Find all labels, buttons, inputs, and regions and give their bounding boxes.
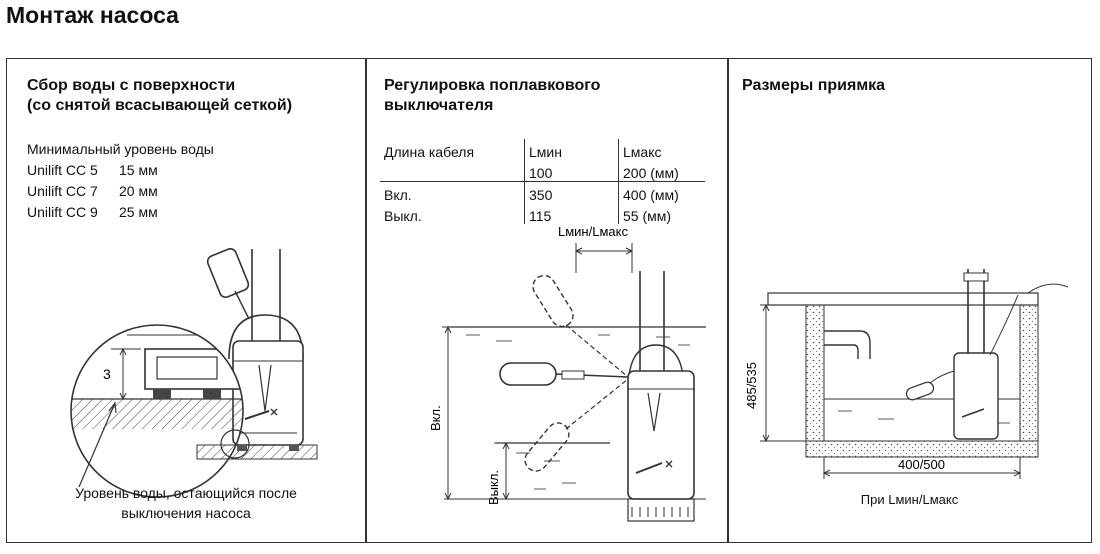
gap-dimension-label: 3 xyxy=(103,366,111,382)
float-switch-panel: Регулировка поплавкового выключателя Дли… xyxy=(366,59,727,542)
surface-water-panel: Сбор воды с поверхности (со снятой всасы… xyxy=(7,59,365,542)
table-header-cell: Lмин xyxy=(524,139,619,160)
off-level-label: Выкл. xyxy=(486,470,501,505)
cable-length-dim-label: Lмин/Lмакс xyxy=(558,224,628,239)
table-cell: 400 (мм) xyxy=(618,181,705,203)
panel2-title-line2: выключателя xyxy=(384,97,494,114)
table-cell: 350 xyxy=(524,181,619,203)
panel3-title: Размеры приямка xyxy=(742,77,886,94)
panel2-title-line1: Регулировка поплавкового xyxy=(384,77,601,94)
table-cell: 55 (мм) xyxy=(618,203,705,224)
table-cell: 115 xyxy=(524,203,619,224)
sump-dimensions-panel: Размеры приямка xyxy=(728,59,1091,542)
panel1-title-line2: (со снятой всасывающей сеткой) xyxy=(27,97,293,114)
table-header-cell: Lмакс xyxy=(618,139,705,160)
sump-diagram: 485/535 400/500 xyxy=(744,269,1069,479)
pump-surface-diagram: 3 xyxy=(70,247,318,498)
panel-divider xyxy=(727,59,729,542)
caption-line2: выключения насоса xyxy=(121,505,251,521)
caption-line1: Уровень воды, остающийся после xyxy=(75,485,297,501)
table-cell: Выкл. xyxy=(384,208,422,224)
model-level: 25 мм xyxy=(119,204,158,220)
min-level-subtitle: Минимальный уровень воды xyxy=(27,141,214,157)
table-cell: Вкл. xyxy=(384,187,412,203)
sump-height-label: 485/535 xyxy=(744,362,759,409)
model-level: 20 мм xyxy=(119,183,158,199)
table-header-cell: Длина кабеля xyxy=(384,144,475,160)
page-title: Монтаж насоса xyxy=(6,2,179,28)
cable-length-table: Длина кабеля Lмин Lмакс 100 200 (мм) Вкл… xyxy=(380,139,705,224)
table-cell: 100 xyxy=(524,160,619,182)
table-cell: 200 (мм) xyxy=(618,160,705,182)
table-cell xyxy=(380,160,525,182)
table-row: 100 200 (мм) xyxy=(380,160,705,182)
table-row: Длина кабеля Lмин Lмакс xyxy=(380,139,705,160)
installation-frame: Сбор воды с поверхности (со снятой всасы… xyxy=(6,58,1092,543)
model-level: 15 мм xyxy=(119,162,158,178)
panel1-title-line1: Сбор воды с поверхности xyxy=(27,77,236,94)
panel-divider xyxy=(365,59,367,542)
on-level-label: Вкл. xyxy=(428,405,443,431)
sump-width-label: 400/500 xyxy=(898,457,945,472)
sump-caption: При Lмин/Lмакс xyxy=(860,492,959,507)
table-row: Выкл. 115 55 (мм) xyxy=(380,203,705,224)
table-row: Вкл. 350 400 (мм) xyxy=(380,181,705,203)
model-name: Unilift CC 5 xyxy=(27,162,98,178)
model-name: Unilift CC 7 xyxy=(27,183,98,199)
float-switch-diagram: Lмин/Lмакс Вкл. Выкл. xyxy=(428,224,706,522)
model-name: Unilift CC 9 xyxy=(27,204,98,220)
